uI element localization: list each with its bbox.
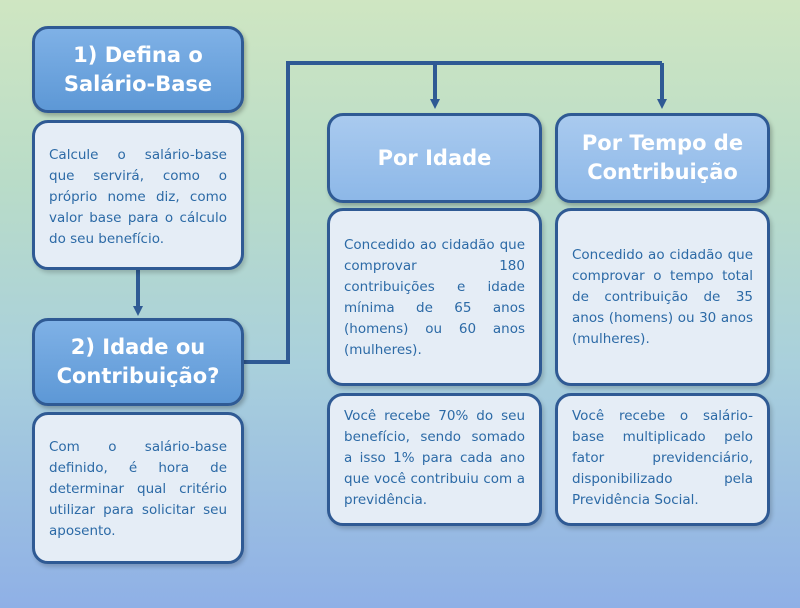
step2-header: 2) Idade ou Contribuição? — [32, 318, 244, 406]
step1-title-line2: Salário-Base — [63, 71, 213, 96]
step1-description-card: Calcule o salário-base que servirá, como… — [32, 120, 244, 270]
step1-description: Calcule o salário-base que servirá, como… — [49, 147, 227, 247]
step2-description-card: Com o salário-base definido, é hora de d… — [32, 412, 244, 564]
tempo-description-card: Concedido ao cidadão que comprovar o tem… — [555, 208, 770, 386]
idade-title: Por Idade — [377, 145, 492, 170]
tempo-description: Concedido ao cidadão que comprovar o tem… — [572, 247, 753, 347]
step2-title-line2: Contribuição? — [56, 364, 220, 388]
idade-description: Concedido ao cidadão que comprovar 180 c… — [344, 237, 525, 358]
step2-description: Com o salário-base definido, é hora de d… — [49, 439, 227, 539]
idade-benefit-card: Você recebe 70% do seu benefício, sendo … — [327, 393, 542, 526]
step1-header: 1) Defina o Salário-Base — [32, 26, 244, 113]
tempo-title-line1: Por Tempo de — [581, 131, 744, 155]
tempo-benefit-card: Você recebe o salário-base multiplicado … — [555, 393, 770, 526]
idade-description-card: Concedido ao cidadão que comprovar 180 c… — [327, 208, 542, 386]
tempo-benefit: Você recebe o salário-base multiplicado … — [572, 408, 753, 508]
step2-title-line1: 2) Idade ou — [70, 335, 206, 359]
step1-title-line1: 1) Defina o — [73, 42, 203, 67]
tempo-header: Por Tempo de Contribuição — [555, 113, 770, 203]
idade-benefit: Você recebe 70% do seu benefício, sendo … — [344, 408, 525, 508]
idade-header: Por Idade — [327, 113, 542, 203]
connector-step2-branch — [244, 61, 662, 364]
tempo-title-line2: Contribuição — [587, 160, 738, 184]
